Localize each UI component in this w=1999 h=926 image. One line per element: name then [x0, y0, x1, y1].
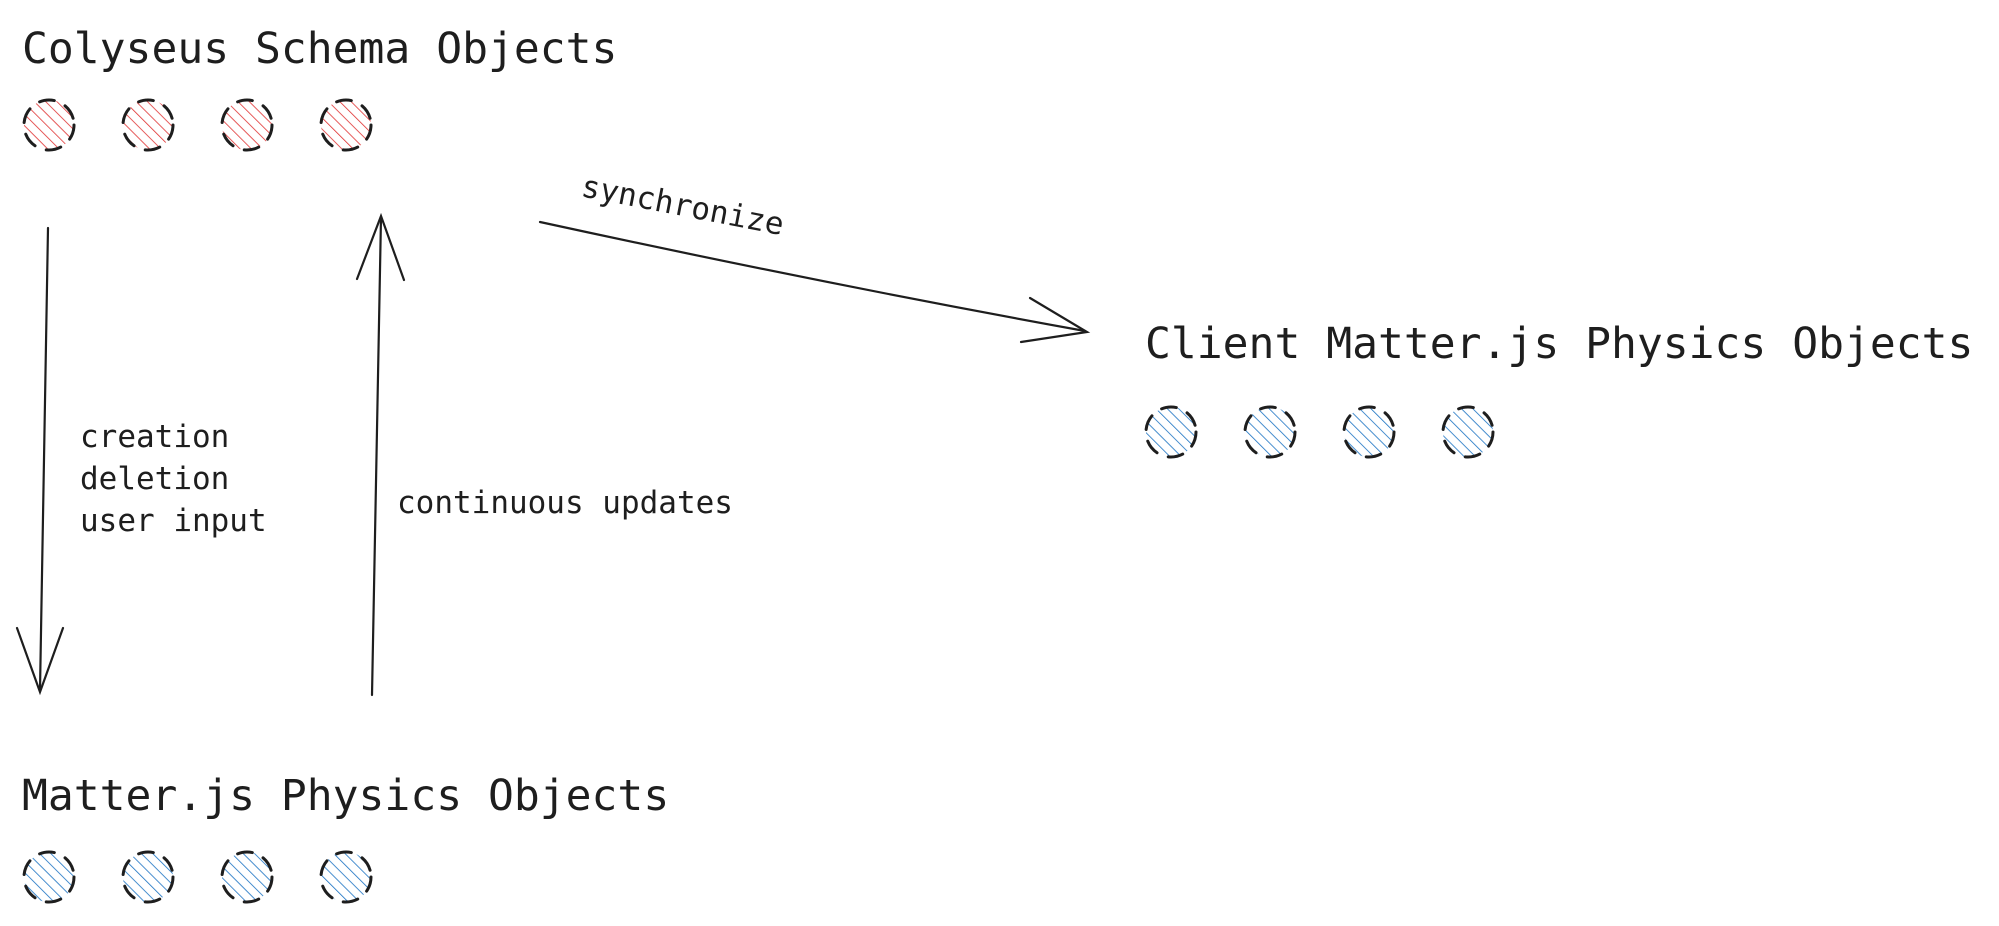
client-physics-object[interactable]: [1144, 405, 1198, 459]
server-schema-objects: [22, 98, 373, 152]
downward-arrow[interactable]: creation deletion user input: [15, 226, 267, 696]
physics-object[interactable]: [22, 850, 76, 904]
client-physics-objects: [1144, 405, 1495, 459]
server-schema-group: Colyseus Schema Objects: [22, 24, 617, 152]
physics-object[interactable]: [121, 850, 175, 904]
server-physics-title: Matter.js Physics Objects: [22, 771, 669, 821]
physics-object[interactable]: [319, 850, 373, 904]
server-physics-group: Matter.js Physics Objects: [22, 771, 669, 904]
synchronize-arrow[interactable]: synchronize: [538, 169, 1091, 344]
schema-object[interactable]: [121, 98, 175, 152]
user-input-label: user input: [80, 503, 267, 539]
deletion-label: deletion: [80, 461, 229, 497]
synchronize-label: synchronize: [578, 169, 786, 244]
schema-object[interactable]: [220, 98, 274, 152]
upward-arrow[interactable]: continuous updates: [355, 212, 733, 697]
client-physics-object[interactable]: [1342, 405, 1396, 459]
creation-label: creation: [80, 419, 229, 455]
continuous-updates-label: continuous updates: [397, 485, 733, 521]
server-schema-title: Colyseus Schema Objects: [22, 24, 617, 74]
client-physics-object[interactable]: [1243, 405, 1297, 459]
client-physics-group: Client Matter.js Physics Objects: [1144, 319, 1973, 459]
server-physics-objects: [22, 850, 373, 904]
client-physics-object[interactable]: [1441, 405, 1495, 459]
client-physics-title: Client Matter.js Physics Objects: [1145, 319, 1973, 369]
schema-object[interactable]: [22, 98, 76, 152]
schema-object[interactable]: [319, 98, 373, 152]
physics-object[interactable]: [220, 850, 274, 904]
